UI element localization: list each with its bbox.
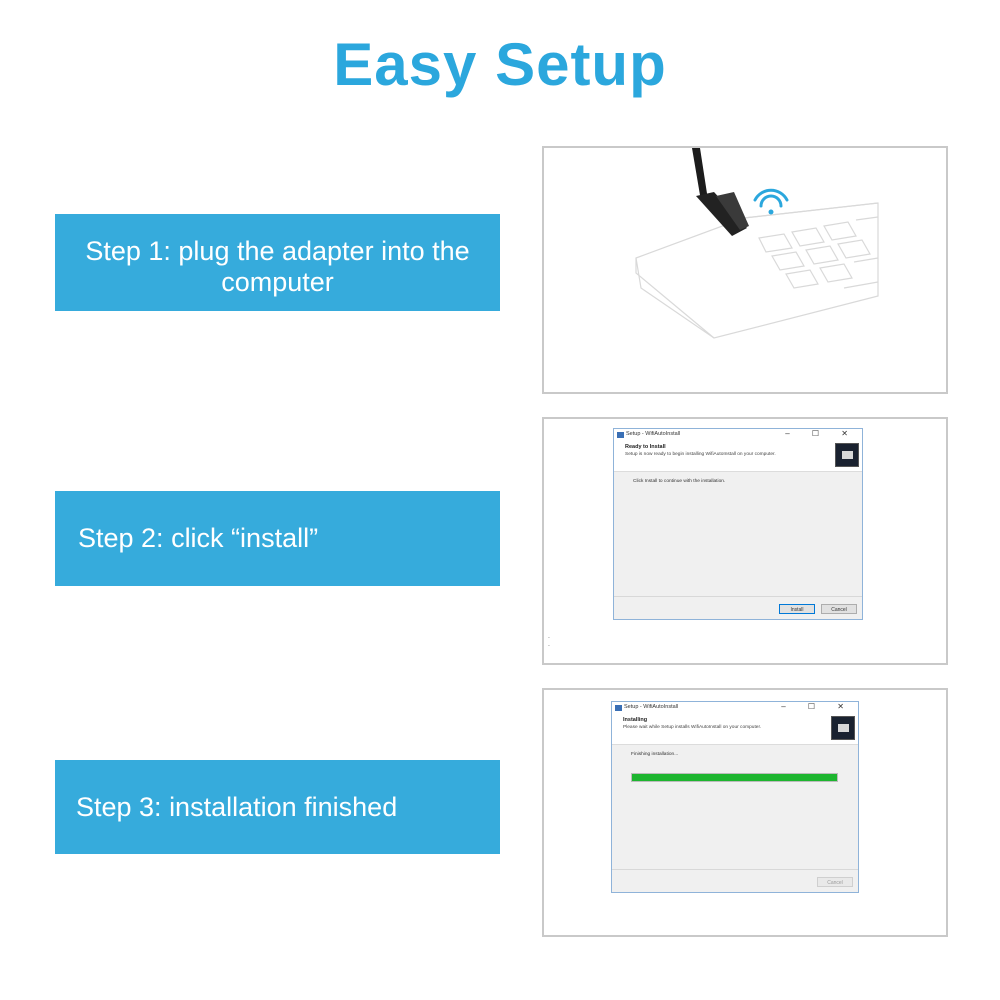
- cancel-button[interactable]: Cancel: [821, 604, 857, 614]
- step-1-line-1: Step 1: plug the adapter into the: [85, 236, 470, 266]
- progress-bar-fill: [632, 774, 837, 781]
- progress-bar: [631, 773, 838, 782]
- footer-divider: [614, 596, 862, 597]
- usb-adapter-antenna: [692, 148, 749, 236]
- step-2-box: Step 2: click “install”: [55, 491, 500, 586]
- dialog-window-title: Setup - WifiAutoInstall: [626, 431, 681, 437]
- step-3-box: Step 3: installation finished: [55, 760, 500, 854]
- setup-app-icon: [615, 705, 622, 711]
- step-2-text: Step 2: click “install”: [78, 523, 319, 553]
- dialog-window-title: Setup - WifiAutoInstall: [624, 704, 679, 710]
- dialog-heading: Installing: [623, 717, 648, 723]
- install-status-text: Finishing installation...: [631, 752, 679, 757]
- dialog-heading: Ready to Install: [625, 444, 666, 450]
- step-3-text: Step 3: installation finished: [76, 792, 398, 822]
- setup-dialog-ready: Setup - WifiAutoInstall – ☐ ✕ Ready to I…: [613, 428, 863, 620]
- window-controls[interactable]: – ☐ ✕: [781, 702, 854, 711]
- installing-dialog-frame: Setup - WifiAutoInstall – ☐ ✕ Installing…: [542, 688, 948, 937]
- laptop-illustration-frame: [542, 146, 948, 394]
- setup-dialog-installing: Setup - WifiAutoInstall – ☐ ✕ Installing…: [611, 701, 859, 893]
- dialog-header: Ready to Install Setup is now ready to b…: [614, 441, 862, 472]
- setup-icon: [835, 443, 859, 467]
- setup-icon: [831, 716, 855, 740]
- window-controls[interactable]: – ☐ ✕: [785, 429, 858, 438]
- dialog-body-text: Click Install to continue with the insta…: [633, 479, 726, 484]
- wifi-icon: [753, 188, 789, 215]
- cancel-button-disabled: Cancel: [817, 877, 853, 887]
- cursor-marks: ˙˙: [548, 636, 551, 653]
- dialog-title-bar: Setup - WifiAutoInstall – ☐ ✕: [614, 429, 862, 441]
- laptop-illustration: [635, 148, 879, 339]
- page-title: Easy Setup: [333, 31, 667, 98]
- dialog-subheading: Setup is now ready to begin installing W…: [625, 452, 776, 457]
- install-button[interactable]: Install: [779, 604, 815, 614]
- setup-app-icon: [617, 432, 624, 438]
- step-1-line-2: computer: [221, 267, 334, 297]
- install-dialog-frame: Setup - WifiAutoInstall – ☐ ✕ Ready to I…: [542, 417, 948, 665]
- dialog-subheading: Please wait while Setup installs WifiAut…: [623, 725, 762, 730]
- step-1-box: Step 1: plug the adapter into the comput…: [55, 214, 500, 311]
- dialog-header: Installing Please wait while Setup insta…: [612, 714, 858, 745]
- dialog-title-bar: Setup - WifiAutoInstall – ☐ ✕: [612, 702, 858, 714]
- footer-divider: [612, 869, 858, 870]
